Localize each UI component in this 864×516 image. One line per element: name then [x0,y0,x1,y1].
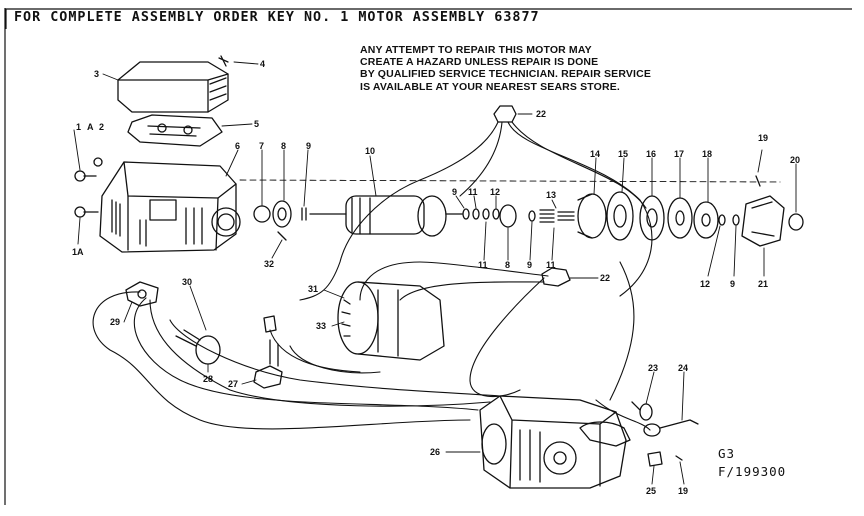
brush-plate-part [127,114,223,147]
mount-screws-part [74,157,103,218]
warning-line: IS AVAILABLE AT YOUR NEAREST SEARS STORE… [360,80,620,93]
motor-housing-part [99,161,241,253]
callout-label: 1 [76,122,81,132]
warning-line: ANY ATTEMPT TO REPAIR THIS MOTOR MAY [360,44,592,56]
assembly-axis-line [239,179,781,183]
callout-label: 9 [730,279,735,289]
callout-label: 1A [72,247,84,257]
callout-label: 28 [203,374,213,384]
warning-notice: ANY ATTEMPT TO REPAIR THIS MOTOR MAY CRE… [360,44,651,93]
screw-part [218,55,229,67]
gear-housing-part [479,395,627,489]
terminal-block-part [125,281,159,307]
callout-label: 17 [674,149,684,159]
figure-code: F/199300 [718,464,787,479]
callout-label: 26 [430,447,440,457]
callout-label: 11 [468,187,478,197]
callout-label: 13 [546,190,556,200]
callout-label: 31 [308,284,318,294]
warning-line: BY QUALIFIED SERVICE TECHNICIAN. REPAIR … [360,68,651,81]
header-frame [5,8,852,29]
callout-label: 8 [281,141,286,151]
callout-label: 4 [260,59,265,69]
end-cover-part [117,61,229,113]
switch-part [253,315,283,389]
bearing-part [253,200,307,241]
header-title: FOR COMPLETE ASSEMBLY ORDER KEY NO. 1 MO… [14,10,540,25]
header-box: FOR COMPLETE ASSEMBLY ORDER KEY NO. 1 MO… [6,9,854,29]
armature-part [309,195,463,237]
callout-label: A [87,122,94,132]
wiring-harness-part [92,121,653,431]
callout-label: 23 [648,363,658,373]
callout-label: 3 [94,69,99,79]
callout-label: 24 [678,363,688,373]
callout-label: 2 [99,122,104,132]
warning-line: CREATE A HAZARD UNLESS REPAIR IS DONE [360,56,599,69]
callout-label: 33 [316,321,326,331]
callout-label: 18 [702,149,712,159]
callout-label: 11 [546,260,556,270]
callout-label: 30 [182,277,192,287]
callout-label: 22 [536,109,546,119]
callout-label: 9 [452,187,457,197]
callout-label: 25 [646,486,656,496]
callout-label: 22 [600,273,610,283]
callout-label: 5 [254,119,259,129]
callout-label: 16 [646,149,656,159]
callout-label: 27 [228,379,238,389]
callout-labels: 1 A 2 3 4 5 6 7 8 9 10 9 11 12 13 14 15 … [72,59,800,496]
section-code: G3 [718,446,736,461]
callout-label: 12 [490,187,500,197]
callout-label: 11 [478,260,488,270]
fan-pulley-part [577,191,740,241]
brush-holder-part [579,401,699,467]
callout-label: 8 [505,260,510,270]
capacitor-part [175,329,221,365]
callout-leaders [73,61,797,485]
shaft-hardware-part [462,204,575,228]
callout-label: 21 [758,279,768,289]
callout-label: 20 [790,155,800,165]
field-coil-part [337,281,445,361]
callout-label: 32 [264,259,274,269]
callout-label: 7 [259,141,264,151]
callout-label: 10 [365,146,375,156]
callout-label: 29 [110,317,120,327]
callout-label: 6 [235,141,240,151]
callout-label: 12 [700,279,710,289]
callout-label: 19 [758,133,768,143]
end-bracket-part [741,175,804,247]
callout-label: 19 [678,486,688,496]
callout-label: 14 [590,149,600,159]
callout-label: 9 [527,260,532,270]
callout-label: 9 [306,141,311,151]
callout-label: 15 [618,149,628,159]
wire-connectors-part [493,105,571,287]
